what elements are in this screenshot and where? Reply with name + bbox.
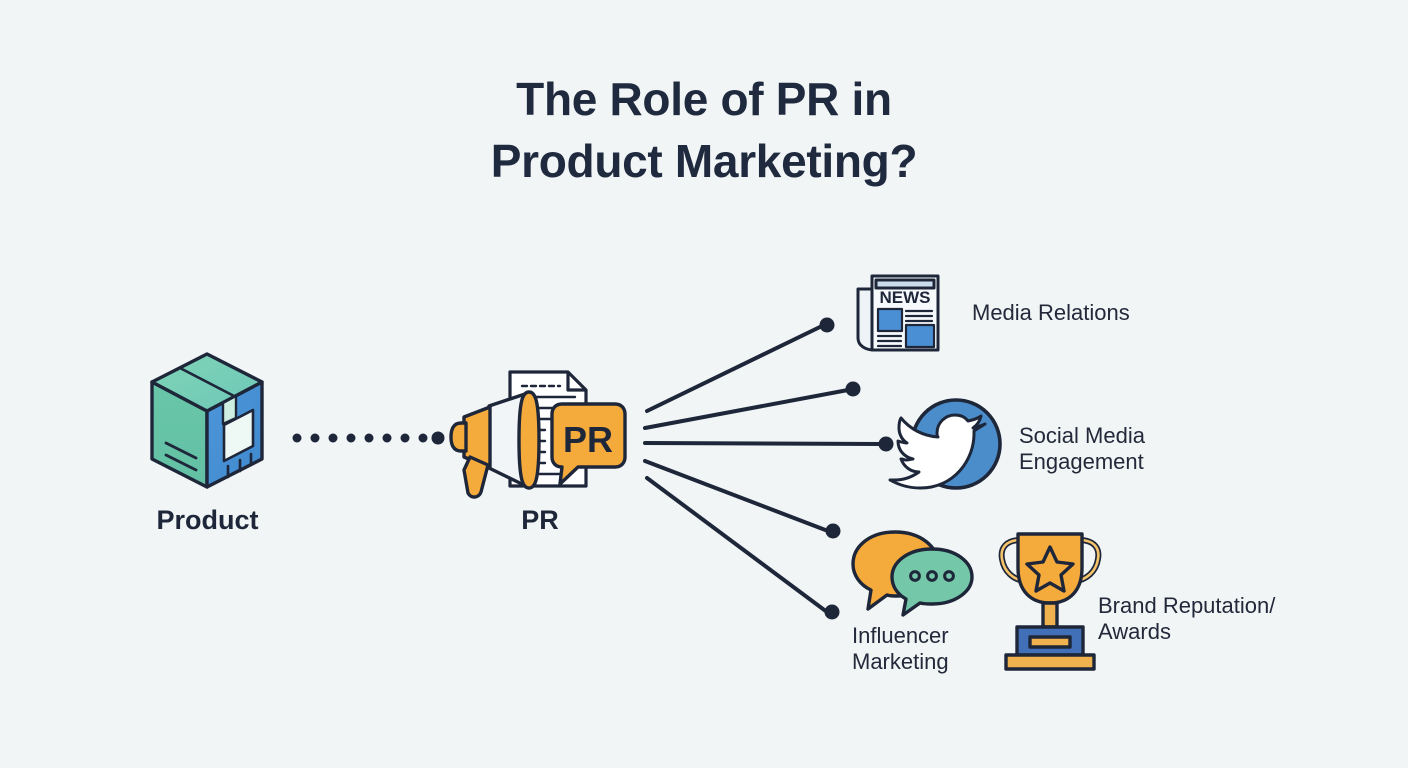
branch-label-line: Media Relations xyxy=(972,300,1130,325)
connector-media-relations xyxy=(645,324,824,413)
branch-label-line: Marketing xyxy=(852,649,949,674)
newspaper-masthead-text: NEWS xyxy=(880,288,931,307)
trophy-icon xyxy=(998,532,1102,671)
branch-label-influencer-marketing: Influencer Marketing xyxy=(852,623,1032,675)
branch-label-line: Brand Reputation/ xyxy=(1098,593,1276,618)
branch-label-brand-reputation-awards: Brand Reputation/ Awards xyxy=(1098,593,1358,645)
title-line-1: The Role of PR in xyxy=(516,73,892,125)
branch-label-line: Engagement xyxy=(1019,449,1144,474)
connector-social-media-2 xyxy=(643,441,883,446)
connector-awards xyxy=(645,476,829,614)
branch-label-line: Awards xyxy=(1098,619,1171,644)
branch-label-media-relations: Media Relations xyxy=(972,300,1222,326)
branch-label-social-media-engagement: Social Media Engagement xyxy=(1019,423,1219,475)
title-line-2: Product Marketing? xyxy=(490,135,918,187)
connector-influencer xyxy=(643,459,830,533)
pr-node-label: PR xyxy=(521,505,559,535)
connector-social-media xyxy=(643,388,850,430)
megaphone-icon: PR xyxy=(449,370,627,499)
pr-branch-endpoints xyxy=(819,317,894,620)
pr-branch-connectors xyxy=(643,324,883,614)
speech-bubbles-icon xyxy=(851,530,974,617)
page-title: The Role of PR in Product Marketing? xyxy=(0,68,1408,192)
product-to-pr-connector xyxy=(292,431,445,445)
product-box-icon xyxy=(150,352,264,489)
twitter-bird-icon xyxy=(888,398,1002,490)
speech-bubble-dots xyxy=(909,570,955,582)
newspaper-icon: NEWS xyxy=(856,274,940,352)
product-node-label: Product xyxy=(156,505,259,535)
pr-badge-text: PR xyxy=(563,419,613,460)
branch-label-line: Social Media xyxy=(1019,423,1145,448)
branch-label-line: Influencer xyxy=(852,623,949,648)
